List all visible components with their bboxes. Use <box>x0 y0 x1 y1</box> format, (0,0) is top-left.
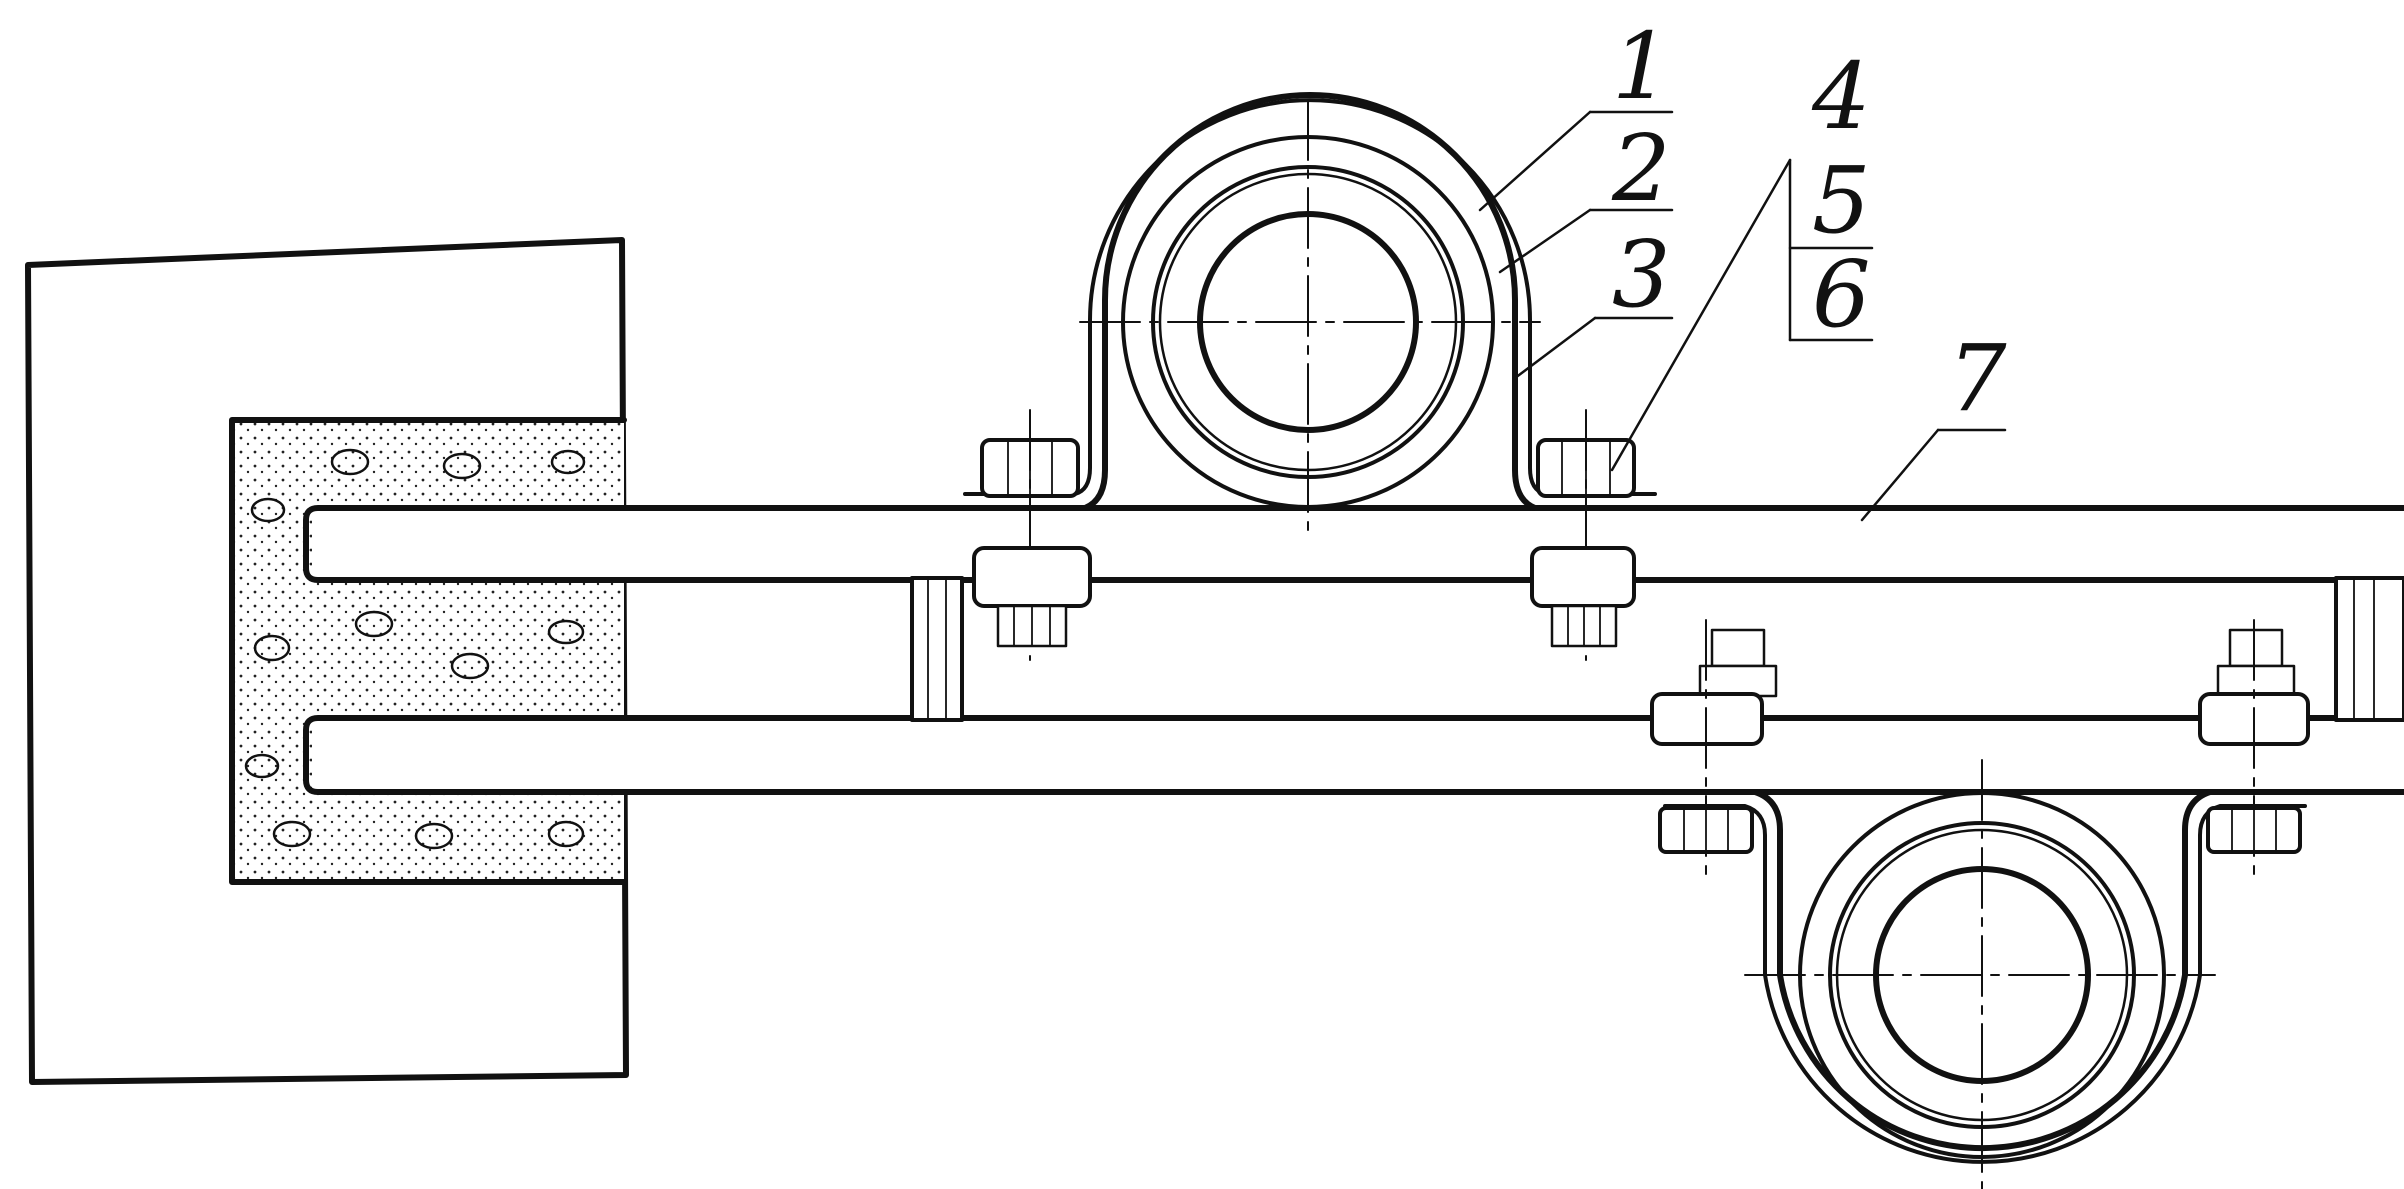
label-7: 7 <box>1948 325 2007 432</box>
label-6: 6 <box>1812 241 1871 348</box>
label-1: 1 <box>1612 13 1671 120</box>
bolt-upper-left <box>972 409 1092 661</box>
lower-pipe-assembly <box>1662 759 2308 1189</box>
label-4: 4 <box>1811 43 1871 150</box>
bolt-lower-right <box>2198 619 2310 881</box>
spacer-plate-right <box>2334 576 2404 722</box>
mortar-fill <box>229 417 627 885</box>
support-bar-lower <box>303 715 2404 795</box>
wall <box>25 237 629 1085</box>
spacer-plate-left <box>910 576 964 722</box>
reference-labels: 1 2 3 4 5 6 7 <box>1611 13 2007 432</box>
leader-lines <box>1478 110 2007 522</box>
upper-pipe-assembly <box>962 92 1658 541</box>
bolt-upper-right <box>1530 409 1636 661</box>
label-2: 2 <box>1611 115 1671 222</box>
bolt-lower-left <box>1650 619 1778 881</box>
support-bar-upper <box>303 505 2404 583</box>
label-5: 5 <box>1812 147 1871 254</box>
label-3: 3 <box>1612 221 1671 328</box>
